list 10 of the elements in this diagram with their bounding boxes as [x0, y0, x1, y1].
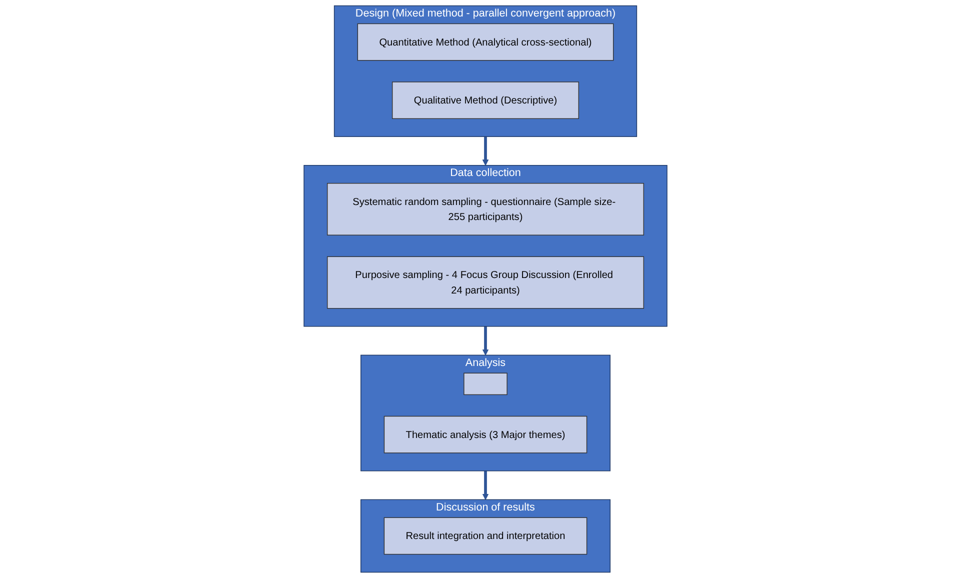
node-box: Result integration and interpretation — [383, 517, 587, 555]
node-box — [463, 372, 507, 396]
node-box: Systematic random sampling - questionnaire (Sample size- 255 participants) — [326, 182, 644, 236]
node-box: Purposive sampling - 4 Focus Group Discussion (Enrolled 24 participants) — [326, 256, 644, 309]
node-box: Thematic analysis (3 Major themes) — [383, 416, 587, 454]
arrow — [482, 470, 488, 500]
arrow — [482, 326, 488, 356]
node-box: Qualitative Method (Descriptive) — [391, 82, 579, 119]
node-box: Quantitative Method (Analytical cross-sectional) — [356, 23, 614, 61]
arrow — [482, 136, 488, 166]
